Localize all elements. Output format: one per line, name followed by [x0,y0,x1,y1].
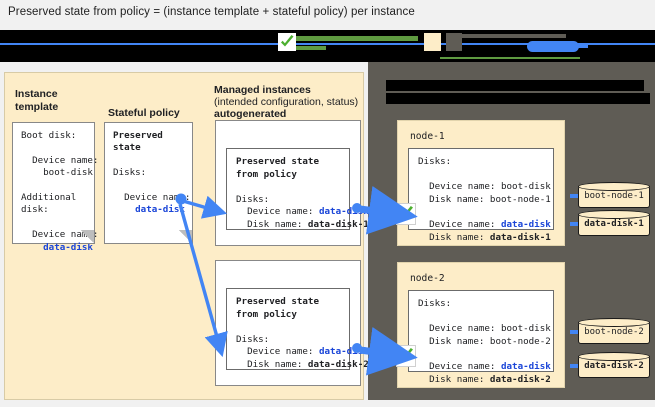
volume-boot-node-1: boot-node-1 [578,182,650,210]
volume-data-disk-2-label: data-disk-2 [584,361,644,371]
heading-managed-instances: Managed instances [214,84,311,96]
redacted-heading-line-1 [386,80,644,91]
green-check-icon [396,345,416,367]
legend-band-redacted [0,30,655,62]
volume-boot-node-2-label: boot-node-2 [584,327,644,337]
legend-green-line [296,36,418,41]
heading-managed-instances-autogen: autogenerated [214,108,287,120]
legend-green-line-short [296,46,326,50]
preserved-state-node-1-text: Preserved state from policy Disks: Devic… [236,156,369,230]
legend-green-underline [440,57,580,59]
legend-blue-rule [0,43,655,45]
instance-template-note: Boot disk: Device name: boot-disk Additi… [12,122,98,253]
legend-gray-swatch [446,33,462,51]
redacted-heading-line-2 [386,93,650,104]
heading-instance-template: Instance template [15,88,59,113]
volume-boot-node-1-label: boot-node-1 [584,191,644,201]
runtime-node-2-disks-box: Disks: Device name: boot-disk Disk name:… [408,290,554,385]
green-check-icon [278,33,296,51]
volume-data-disk-1: data-disk-1 [578,210,650,238]
note-fold-corner [81,230,95,244]
legend-blue-line [560,45,588,48]
stateful-policy-text: Preserved state Disks: Device name: data… [113,130,191,216]
preserved-state-node-2-text: Preserved state from policy Disks: Devic… [236,296,369,370]
preserved-state-box-node-1: Preserved state from policy Disks: Devic… [226,148,369,230]
heading-stateful-policy: Stateful policy [108,107,180,119]
legend-gray-line [446,34,566,38]
legend-blue-pill [527,41,579,52]
runtime-node-1-disks-text: Disks: Device name: boot-disk Disk name:… [418,156,551,243]
stateful-policy-note: Preserved state Disks: Device name: data… [104,122,193,244]
runtime-node-1-disks-box: Disks: Device name: boot-disk Disk name:… [408,148,554,243]
volume-data-disk-2: data-disk-2 [578,352,650,380]
volume-data-disk-1-label: data-disk-1 [584,219,644,229]
green-check-icon [396,203,416,225]
runtime-node-1-name: node-1 [410,131,445,142]
runtime-node-2-disks-text: Disks: Device name: boot-disk Disk name:… [418,298,551,385]
page-title: Preserved state from policy = (instance … [8,6,415,18]
heading-managed-instances-sub: (intended configuration, status) [214,96,359,108]
note-fold-corner [179,230,193,244]
runtime-node-2-name: node-2 [410,273,445,284]
legend-cream-swatch [424,33,441,51]
volume-boot-node-2: boot-node-2 [578,318,650,346]
preserved-state-box-node-2: Preserved state from policy Disks: Devic… [226,288,369,370]
